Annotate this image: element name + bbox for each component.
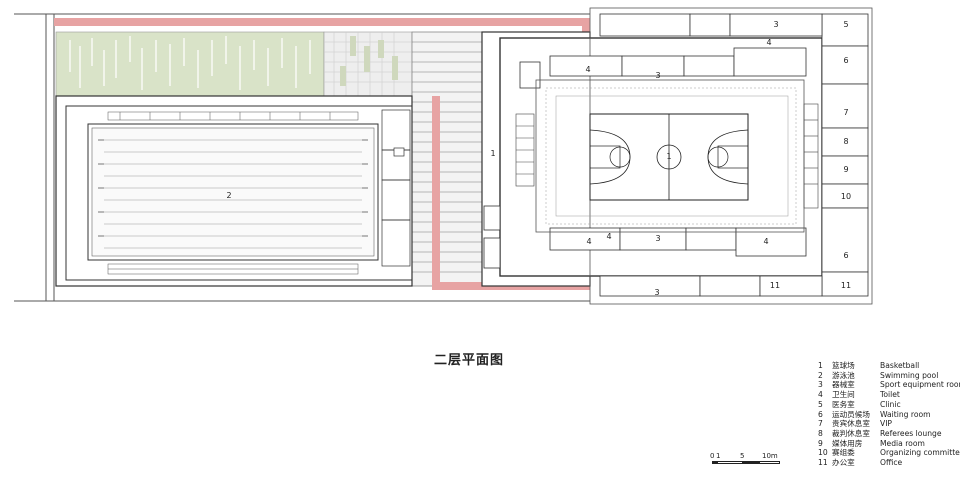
legend-name-en: Referees lounge [880,428,942,438]
legend-number: 11 [818,458,828,468]
legend-name-zh: 医务室 [832,399,855,409]
legend-number: 5 [818,399,823,409]
legend-number: 10 [818,448,828,458]
legend-item: 6 运动员候场 Waiting room [818,410,960,420]
room-number: 9 [843,165,848,174]
pool-hall [55,95,413,287]
room-number: 2 [226,191,231,200]
legend-name-zh: 游泳池 [832,370,855,380]
room-number: 8 [843,137,848,146]
legend-number: 3 [818,380,823,390]
legend-name-zh: 篮球场 [832,361,855,370]
legend-item: 2 游泳池 Swimming pool [818,371,960,381]
scale-label: 5 [740,452,745,460]
pool-lane-ticks [98,139,368,237]
room-numbers: 2 1 1 3 3 3 3 4 4 4 4 4 5 6 6 7 8 9 10 1… [226,20,851,297]
legend-name-zh: 媒体用房 [832,438,863,448]
legend-number: 4 [818,390,823,400]
room-number: 1 [666,152,671,161]
legend-item: 7 贵宾休息室 VIP [818,419,960,429]
legend-number: 2 [818,370,823,380]
legend-item: 4 卫生间 Toilet [818,390,960,400]
room-number: 4 [586,237,591,246]
legend-name-zh: 办公室 [832,458,855,468]
scale-label: 10m [762,452,778,460]
room-number: 4 [763,237,768,246]
court-side-stands [515,103,819,209]
legend-item: 5 医务室 Clinic [818,400,960,410]
legend-name-en: Sport equipment room [880,380,960,390]
room-number: 6 [843,56,848,65]
legend-name-en: Office [880,458,903,468]
room-number: 11 [841,281,851,290]
room-number: 5 [843,20,848,29]
site-outline [14,13,590,302]
legend-name-zh: 运动员候场 [832,409,870,419]
east-wing-rooms [821,13,869,297]
scale-bar-segment [712,461,718,464]
legend-item: 11 办公室 Office [818,458,960,468]
stair-band [411,31,483,287]
green-roof-area [55,31,325,97]
legend-name-zh: 器械室 [832,380,855,390]
room-number: 11 [770,281,780,290]
pool-lanes [104,139,362,249]
pool-seating [107,111,359,275]
room-number: 4 [606,232,611,241]
room-number: 4 [766,38,771,47]
legend-item: 8 裁判休息室 Referees lounge [818,429,960,439]
legend-name-zh: 贵宾休息室 [832,419,870,429]
scale-bar-segment [742,461,760,464]
floor-plan: 2 1 1 3 3 3 3 4 4 4 4 4 5 6 6 7 8 9 10 1… [14,7,873,305]
legend-name-en: Media room [880,438,925,448]
legend-name-en: Toilet [880,390,900,400]
room-number: 10 [841,192,851,201]
room-number: 3 [655,71,660,80]
legend-number: 8 [818,428,823,438]
green-roof-pattern [69,36,311,90]
scale-label: 0 [710,452,715,460]
south-rooms [483,205,823,297]
legend-item: 3 器械室 Sport equipment room [818,380,960,390]
room-number: 1 [490,149,495,158]
legend-number: 1 [818,361,823,370]
room-number: 3 [655,234,660,243]
legend: 1 篮球场 Basketball 2 游泳池 Swimming pool 3 器械室 Spo… [818,361,960,468]
north-rooms [519,13,823,89]
scale-bar: 0 1 5 10m [710,452,780,468]
legend-name-zh: 裁判休息室 [832,428,870,438]
sports-hall [481,7,873,305]
legend-number: 9 [818,438,823,448]
legend-item: 9 媒体用房 Media room [818,439,960,449]
legend-name-en: Basketball [880,361,920,370]
legend-name-en: Organizing committee [880,448,960,458]
legend-item: 10 赛组委 Organizing committee [818,448,960,458]
legend-name-en: Clinic [880,399,901,409]
legend-name-en: VIP [880,419,893,429]
terrace-planters [340,36,398,86]
scale-label: 1 [716,452,721,460]
legend-name-en: Swimming pool [880,370,939,380]
legend-name-en: Waiting room [880,409,931,419]
room-number: 4 [585,65,590,74]
room-number: 3 [654,288,659,297]
legend-name-zh: 赛组委 [832,448,855,458]
legend-number: 6 [818,409,823,419]
room-number: 6 [843,251,848,260]
plan-title: 二层平面图 [434,353,505,368]
room-number: 7 [843,108,848,117]
legend-name-zh: 卫生间 [832,390,855,400]
legend-number: 7 [818,419,823,429]
legend-item: 1 篮球场 Basketball [818,361,960,371]
room-number: 3 [773,20,778,29]
pool-east-rooms [381,109,411,267]
